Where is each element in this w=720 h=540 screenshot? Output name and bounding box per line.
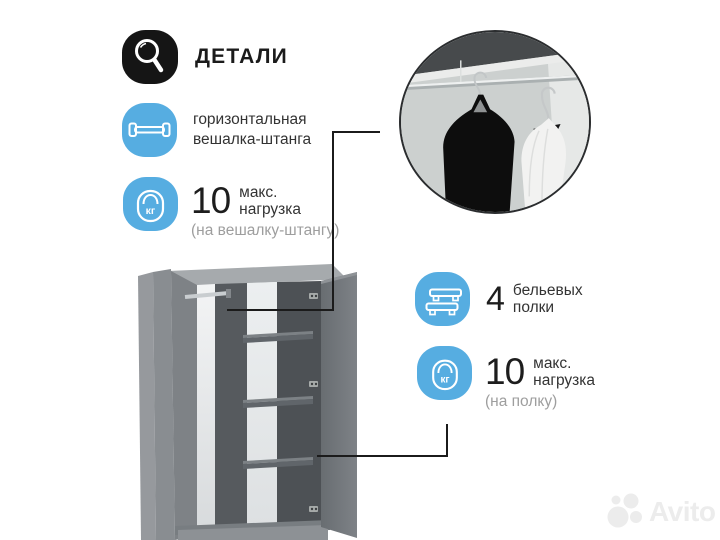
- closet-photo: [401, 32, 589, 212]
- kg-badge-label: кг: [440, 374, 449, 385]
- shelf-load-text: 10 макс. нагрузка (на полку): [485, 351, 596, 411]
- avito-watermark-text: Avito: [649, 496, 716, 527]
- details-title: ДЕТАЛИ: [195, 45, 288, 68]
- rod-load-label: макс. нагрузка: [239, 184, 302, 218]
- feature-rod-label: горизонтальная вешалка-штанга: [193, 110, 311, 150]
- shelf-load-note: (на полку): [485, 393, 558, 410]
- feature-rod-max-load: кг 10 макс. нагрузка (на вешалку-штангу): [123, 177, 339, 240]
- feature-rod-line1: горизонтальная: [193, 111, 307, 128]
- shelf-load-value: 10: [485, 351, 525, 392]
- shelves-line2: полки: [512, 298, 555, 316]
- feature-shelves: 4 бельевых полки: [415, 272, 583, 326]
- wardrobe-render: [138, 264, 357, 540]
- avito-logo-icon: [607, 493, 642, 528]
- shelf-load-line1: макс.: [533, 355, 572, 372]
- shelves-count: 4: [486, 280, 505, 318]
- shelf-load-label: макс. нагрузка: [533, 355, 596, 389]
- rod-load-text: 10 макс. нагрузка (на вешалку-штангу): [191, 180, 340, 240]
- shelves-label: бельевых полки: [512, 282, 583, 316]
- magnifier-icon: [122, 30, 178, 84]
- avito-watermark: Avito: [606, 492, 716, 532]
- kg-badge-label: кг: [146, 205, 156, 217]
- kg-weight-icon: кг: [417, 346, 472, 400]
- rod-load-line2: нагрузка: [239, 200, 302, 218]
- feature-rod-line2: вешалка-штанга: [193, 131, 312, 148]
- product-photo-circle: [399, 30, 591, 214]
- hanging-rod-icon: [122, 103, 177, 157]
- rod-load-note: (на вешалку-штангу): [191, 222, 340, 239]
- shelves-text: 4 бельевых полки: [486, 280, 583, 318]
- kg-weight-icon: кг: [123, 177, 178, 231]
- feature-shelf-max-load: кг 10 макс. нагрузка (на полку): [417, 346, 595, 411]
- rod-load-value: 10: [191, 180, 231, 221]
- shelves-line1: бельевых: [512, 282, 583, 299]
- shelf-load-line2: нагрузка: [533, 371, 596, 389]
- feature-hanging-rod: горизонтальная вешалка-штанга: [122, 103, 311, 157]
- details-header: ДЕТАЛИ: [122, 30, 288, 84]
- shelves-icon: [415, 272, 470, 326]
- rod-load-line1: макс.: [239, 184, 278, 201]
